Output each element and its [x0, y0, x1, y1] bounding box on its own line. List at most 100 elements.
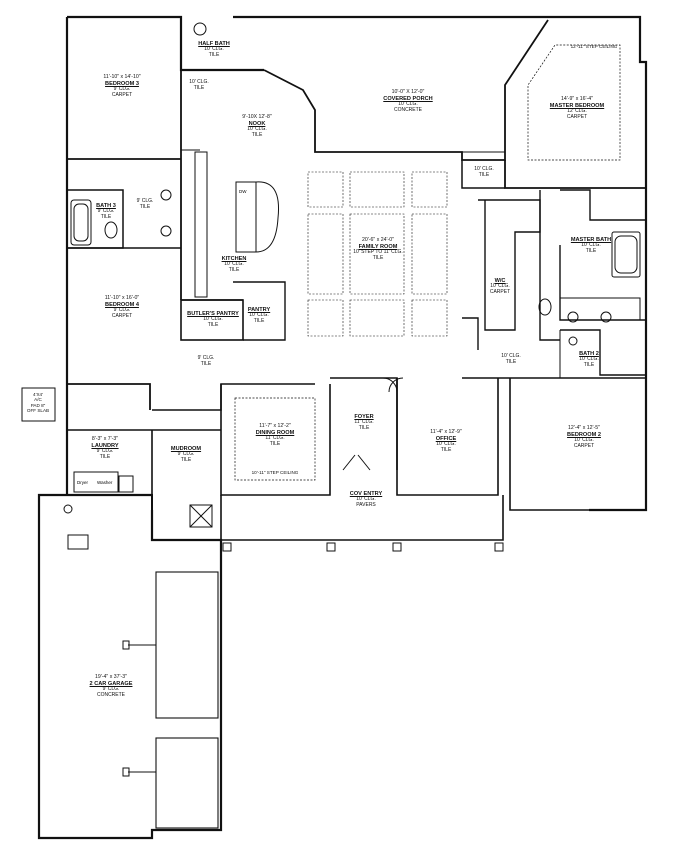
laundry-appliances — [73, 471, 119, 493]
family-room-dimensions: 20'-6" x 24'-0" — [362, 237, 394, 243]
master-bedroom-name: MASTER BEDROOM — [549, 102, 605, 109]
bath-2-ceiling: 10' CLG. — [579, 356, 599, 363]
cov-entry-name: COV ENTRY — [349, 491, 383, 497]
master-bedroom-ceiling: 12' CLG. — [567, 108, 587, 115]
top-hall-ceiling: 10' CLG. — [189, 79, 209, 85]
dining-room-ceiling: 11' CLG. — [265, 435, 285, 442]
room-butlers-pantry: BUTLER'S PANTRY 10' CLG. TILE — [187, 311, 239, 329]
garage-floor: CONCRETE — [96, 692, 126, 699]
room-half-bath: HALF BATH 10' CLG. TILE — [198, 41, 230, 59]
washer-label: Washer — [97, 480, 113, 485]
mid-hall-floor: TILE — [200, 360, 212, 367]
bath-3-hall-ceiling: 9' CLG. — [136, 198, 154, 204]
bedroom-4-floor: CARPET — [111, 313, 133, 320]
office-floor: TILE — [440, 447, 452, 454]
half-bath-name: HALF BATH — [198, 41, 230, 47]
kitchen-floor: TILE — [228, 267, 240, 274]
master-bath-name: MASTER BATH — [570, 237, 612, 243]
half-bath-floor: TILE — [208, 52, 220, 59]
room-cov-entry: COV ENTRY 10' CLG. PAVERS — [350, 491, 382, 509]
laundry-floor: TILE — [99, 454, 111, 461]
nook-dimensions: 9'-10X 12'-8" — [242, 114, 272, 120]
nook-floor: TILE — [251, 132, 263, 139]
covered-porch-dimensions: 10'-0" X 12'-0" — [391, 89, 425, 95]
family-room-name: FAMILY ROOM — [358, 243, 398, 250]
bedroom-3-floor: CARPET — [111, 92, 133, 99]
bath-2-name: BATH 2 — [579, 351, 599, 357]
room-foyer: FOYER 11' CLG. TILE — [354, 414, 373, 432]
ac-pad-line-3: PAD 8" — [30, 402, 46, 408]
room-pantry: PANTRY 10' CLG. TILE — [248, 307, 270, 325]
covered-porch-floor: CONCRETE — [393, 107, 423, 114]
mudroom-name: MUDROOM — [170, 446, 202, 452]
room-mudroom: MUDROOM 9' CLG. TILE — [171, 446, 201, 464]
bedroom-3-name: BEDROOM 3 — [105, 80, 139, 87]
bedroom-4-name: BEDROOM 4 — [105, 301, 139, 308]
butlers-pantry-ceiling: 10' CLG. — [203, 316, 223, 323]
butlers-pantry-floor: TILE — [207, 322, 219, 329]
garage-door-1 — [155, 571, 219, 719]
master-bedroom-floor: CARPET — [566, 114, 588, 121]
room-laundry: 8'-3" x 7'-3" LAUNDRY 9' CLG. TILE — [91, 436, 119, 461]
dining-step-ceiling-note: 10'-11" STEP CEILING — [251, 470, 299, 475]
pantry-floor: TILE — [253, 318, 265, 325]
ac-pad-line-2: A/C — [34, 397, 42, 403]
room-master-bedroom: 14'-9" x 16'-4" MASTER BEDROOM 12' CLG. … — [549, 96, 605, 121]
office-name: OFFICE — [435, 435, 457, 442]
family-room-ceiling: 10' STEP TO 11' CLG. — [353, 249, 403, 256]
office-ceiling: 10' CLG. — [436, 441, 456, 448]
dining-room-dimensions: 11'-7" x 12'-2" — [259, 423, 291, 429]
butlers-pantry-walls — [180, 299, 244, 341]
room-bath-3: BATH 3 9' CLG. TILE — [96, 203, 116, 221]
top-hall-floor: TILE — [193, 84, 205, 91]
master-step-ceiling-note: 12'-11" STEP CEILING — [570, 44, 618, 49]
family-room-floor: TILE — [372, 255, 384, 262]
right-hall-floor: TILE — [505, 358, 517, 365]
bedroom-2-ceiling: 10' CLG. — [574, 437, 594, 444]
master-hall-ceiling: 10' CLG. — [474, 166, 494, 172]
bath-2-floor: TILE — [583, 362, 595, 369]
garage-name: 2 CAR GARAGE — [89, 680, 133, 687]
half-bath-ceiling: 10' CLG. — [204, 46, 224, 53]
garage-dimensions: 19'-4" x 37'-3" — [95, 674, 127, 680]
covered-porch-ceiling: 10' CLG. — [398, 101, 418, 108]
bedroom-2-floor: CARPET — [573, 443, 595, 450]
pantry-name: PANTRY — [247, 307, 271, 313]
bath-3-floor: TILE — [100, 214, 112, 221]
garage-ceiling: 9' CLG. — [102, 686, 120, 693]
room-bath-3-hall: 9' CLG. TILE — [136, 198, 154, 211]
wic-name: W/C — [494, 278, 506, 284]
room-covered-porch: 10'-0" X 12'-0" COVERED PORCH 10' CLG. C… — [383, 89, 432, 114]
room-office: 11'-4" x 12'-9" OFFICE 10' CLG. TILE — [430, 429, 462, 454]
right-hall-ceiling: 10' CLG. — [501, 353, 521, 359]
foyer-name: FOYER — [354, 414, 374, 420]
cov-entry-ceiling: 10' CLG. — [356, 496, 376, 503]
butlers-pantry-name: BUTLER'S PANTRY — [187, 311, 239, 317]
room-top-hall: 10' CLG. TILE — [189, 79, 209, 92]
office-dimensions: 11'-4" x 12'-9" — [430, 429, 462, 435]
room-nook: 9'-10X 12'-8" NOOK 10' CLG. TILE — [242, 114, 272, 139]
laundry-name: LAUNDRY — [91, 442, 119, 449]
room-bedroom-4: 11'-10" x 16'-0" BEDROOM 4 9' CLG. CARPE… — [105, 295, 139, 320]
outer-wall-top — [67, 15, 264, 72]
ac-pad-label: 4'X4' A/C PAD 8" OFF SLAB — [27, 392, 49, 413]
master-tub — [611, 231, 641, 278]
room-bedroom-3: 11'-10" x 14'-10" BEDROOM 3 9' CLG. CARP… — [103, 74, 140, 99]
bedroom-2-name: BEDROOM 2 — [567, 431, 601, 438]
ac-pad — [21, 387, 56, 422]
ac-pad-line-1: 4'X4' — [33, 392, 43, 397]
bath-3-hall-floor: TILE — [139, 203, 151, 210]
room-dining-room: 11'-7" x 12'-2" DINING ROOM 11' CLG. TIL… — [256, 423, 295, 448]
wic-ceiling: 10' CLG. — [490, 283, 510, 290]
room-master-hall: 10' CLG. TILE — [474, 166, 494, 179]
room-master-bath: MASTER BATH 10' CLG. TILE — [571, 237, 611, 255]
dishwasher-label: DW — [239, 189, 247, 194]
master-step-ceiling — [527, 44, 621, 161]
room-family-room: 20'-6" x 24'-0" FAMILY ROOM 10' STEP TO … — [353, 237, 403, 262]
foyer-floor: TILE — [358, 425, 370, 432]
room-garage: 19'-4" x 37'-3" 2 CAR GARAGE 9' CLG. CON… — [89, 674, 133, 699]
foyer-ceiling: 11' CLG. — [354, 419, 374, 426]
kitchen-island — [235, 181, 257, 253]
master-bath-floor: TILE — [585, 248, 597, 255]
